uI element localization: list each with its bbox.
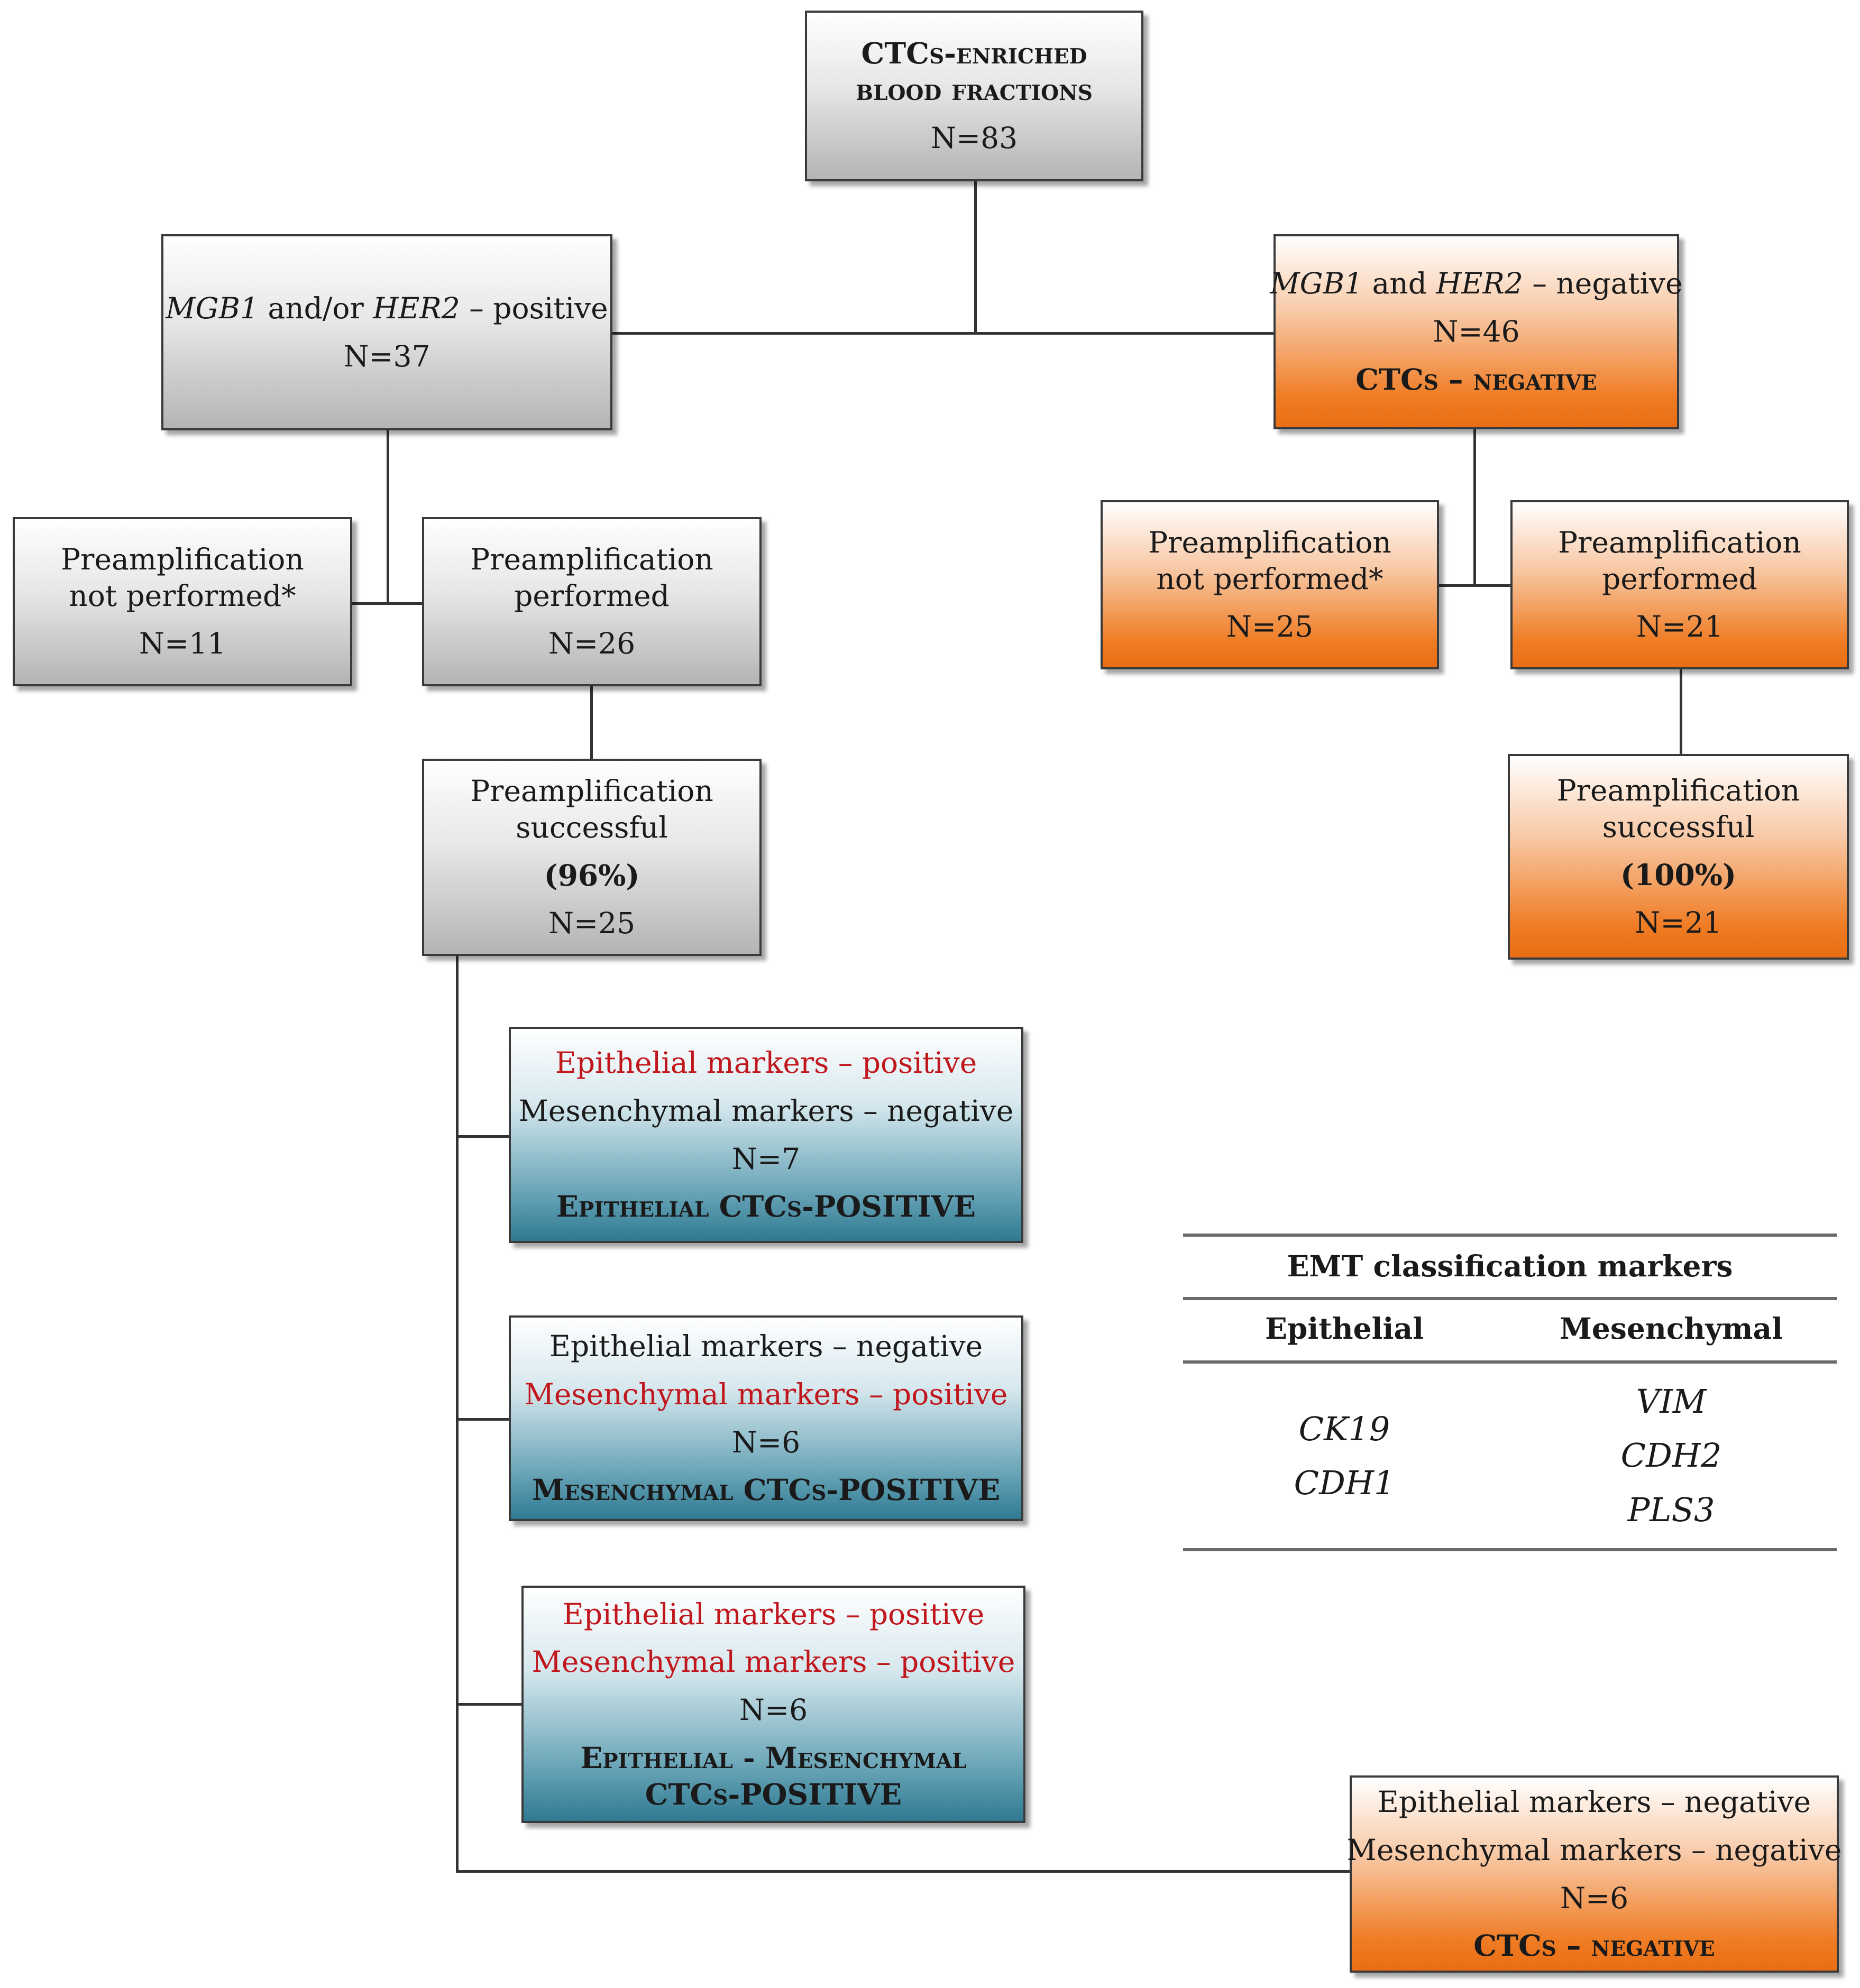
left-not-performed-count: N=11 xyxy=(139,627,226,661)
gene-her2: HER2 xyxy=(373,291,460,325)
left-successful-percent: (96%) xyxy=(544,858,640,892)
marker-cdh2: CDH2 xyxy=(1620,1436,1722,1475)
node-right-preamp-not-performed: Preamplification not performed* N=25 xyxy=(1101,500,1439,669)
right-not-performed-line1: Preamplification xyxy=(1148,525,1391,559)
gene-her2-right: HER2 xyxy=(1436,266,1523,301)
connector-outcome-mesenchymal xyxy=(456,1418,509,1421)
root-count: N=83 xyxy=(930,121,1018,155)
node-markers-positive: MGB1 and/or HER2 – positive N=37 xyxy=(161,234,612,430)
left-successful-count: N=25 xyxy=(548,906,636,941)
marker-vim: VIM xyxy=(1636,1382,1707,1421)
node-epithelial-ctcs-positive: Epithelial markers – positive Mesenchyma… xyxy=(509,1027,1023,1243)
epithelial-outcome-line2: Mesenchymal markers – negative xyxy=(518,1093,1014,1128)
right-not-performed-count: N=25 xyxy=(1226,610,1314,644)
node-right-preamp-performed: Preamplification performed N=21 xyxy=(1510,500,1849,669)
epi-mes-outcome-line2: Mesenchymal markers – positive xyxy=(532,1645,1015,1679)
table-top-rule xyxy=(1183,1234,1837,1237)
table-columns-rule xyxy=(1183,1360,1837,1364)
status-negative: – negative xyxy=(1523,266,1683,301)
right-successful-count: N=21 xyxy=(1635,906,1722,940)
markers-negative-label: MGB1 and HER2 – negative xyxy=(1270,265,1682,302)
connector-outcomes-trunk xyxy=(456,956,459,1873)
left-not-performed-line2: not performed* xyxy=(69,578,296,613)
right-successful-line2: successful xyxy=(1602,809,1755,844)
left-performed-count: N=26 xyxy=(548,627,636,661)
negative-outcome-count: N=6 xyxy=(1560,1881,1629,1915)
markers-negative-count: N=46 xyxy=(1433,315,1520,349)
epithelial-outcome-label: Epithelial CTCs-POSITIVE xyxy=(556,1189,976,1224)
mesenchymal-outcome-count: N=6 xyxy=(731,1425,801,1459)
left-performed-line2: performed xyxy=(514,578,670,613)
mesenchymal-outcome-line1: Epithelial markers – negative xyxy=(549,1329,983,1363)
node-right-preamp-successful: Preamplification successful (100%) N=21 xyxy=(1508,754,1849,960)
connector-top-horizontal xyxy=(612,332,1273,335)
left-performed-line1: Preamplification xyxy=(470,542,713,576)
root-label-line1: CTCs-enriched xyxy=(861,36,1087,71)
right-successful-line1: Preamplification xyxy=(1556,774,1800,807)
negative-outcome-label: CTCs – negative xyxy=(1473,1928,1715,1963)
right-not-performed-line2: not performed* xyxy=(1156,562,1383,596)
root-node: CTCs-enriched blood fractions N=83 xyxy=(805,11,1143,181)
epi-mes-outcome-label1: Epithelial - Mesenchymal xyxy=(580,1740,967,1775)
epithelial-outcome-line1: Epithelial markers – positive xyxy=(555,1046,977,1080)
node-mesenchymal-ctcs-positive: Epithelial markers – negative Mesenchyma… xyxy=(509,1315,1023,1521)
node-epithelial-mesenchymal-ctcs-positive: Epithelial markers – positive Mesenchyma… xyxy=(521,1586,1025,1823)
right-performed-line1: Preamplification xyxy=(1558,525,1801,559)
mesenchymal-outcome-line2: Mesenchymal markers – positive xyxy=(524,1377,1008,1411)
node-left-preamp-not-performed: Preamplification not performed* N=11 xyxy=(13,517,352,686)
connector-outcome-epi-mes xyxy=(456,1703,521,1706)
epi-mes-outcome-line1: Epithelial markers – positive xyxy=(562,1597,985,1631)
marker-cdh1: CDH1 xyxy=(1294,1464,1395,1503)
left-successful-line1: Preamplification xyxy=(470,774,713,808)
epi-mes-outcome-count: N=6 xyxy=(739,1693,808,1727)
markers-positive-count: N=37 xyxy=(343,339,430,373)
marker-pls3: PLS3 xyxy=(1627,1490,1715,1529)
right-performed-line2: performed xyxy=(1602,562,1757,596)
node-left-preamp-successful: Preamplification successful (96%) N=25 xyxy=(422,759,762,956)
conjunction-and: and xyxy=(1363,266,1436,301)
gene-mgb1-right: MGB1 xyxy=(1270,266,1363,301)
epi-mes-outcome-label2: CTCs-POSITIVE xyxy=(645,1777,902,1811)
connector-left-horizontal xyxy=(352,602,422,605)
table-title: EMT classification markers xyxy=(1287,1249,1733,1283)
epithelial-markers-list: CK19 CDH1 xyxy=(1183,1402,1506,1511)
connector-right-performed-down xyxy=(1680,669,1682,754)
connector-right-horizontal xyxy=(1439,584,1510,587)
negative-outcome-line2: Mesenchymal markers – negative xyxy=(1346,1833,1842,1867)
right-successful-percent: (100%) xyxy=(1620,857,1737,892)
mesenchymal-markers-list: VIM CDH2 PLS3 xyxy=(1506,1375,1837,1537)
markers-positive-label: MGB1 and/or HER2 – positive xyxy=(166,290,608,327)
connector-outcome-epithelial xyxy=(456,1135,509,1138)
mesenchymal-outcome-label: Mesenchymal CTCs-POSITIVE xyxy=(532,1472,1001,1507)
conjunction-and-or: and/or xyxy=(258,291,373,325)
status-positive: – positive xyxy=(460,291,608,325)
column-header-mesenchymal: Mesenchymal xyxy=(1560,1311,1783,1346)
column-header-epithelial: Epithelial xyxy=(1265,1311,1424,1346)
marker-ck19: CK19 xyxy=(1298,1410,1390,1448)
right-performed-count: N=21 xyxy=(1636,610,1724,644)
connector-outcome-negative xyxy=(456,1870,1350,1873)
node-markers-negative: MGB1 and HER2 – negative N=46 CTCs – neg… xyxy=(1270,234,1683,429)
left-successful-line2: successful xyxy=(516,810,668,844)
node-left-preamp-performed: Preamplification performed N=26 xyxy=(422,517,762,686)
node-ctcs-negative-outcome: Epithelial markers – negative Mesenchyma… xyxy=(1346,1775,1842,1973)
epithelial-outcome-count: N=7 xyxy=(731,1142,801,1176)
negative-outcome-line1: Epithelial markers – negative xyxy=(1377,1785,1811,1819)
root-label-line2: blood fractions xyxy=(856,72,1093,107)
gene-mgb1: MGB1 xyxy=(166,291,259,325)
connector-root-down xyxy=(974,181,977,335)
left-not-performed-line1: Preamplification xyxy=(61,542,304,576)
connector-left-down xyxy=(387,430,389,605)
connector-right-down xyxy=(1473,429,1476,587)
table-header-rule xyxy=(1183,1297,1837,1300)
connector-left-performed-down xyxy=(590,686,593,759)
ctcs-negative-label: CTCs – negative xyxy=(1355,362,1597,397)
table-bottom-rule xyxy=(1183,1548,1837,1551)
